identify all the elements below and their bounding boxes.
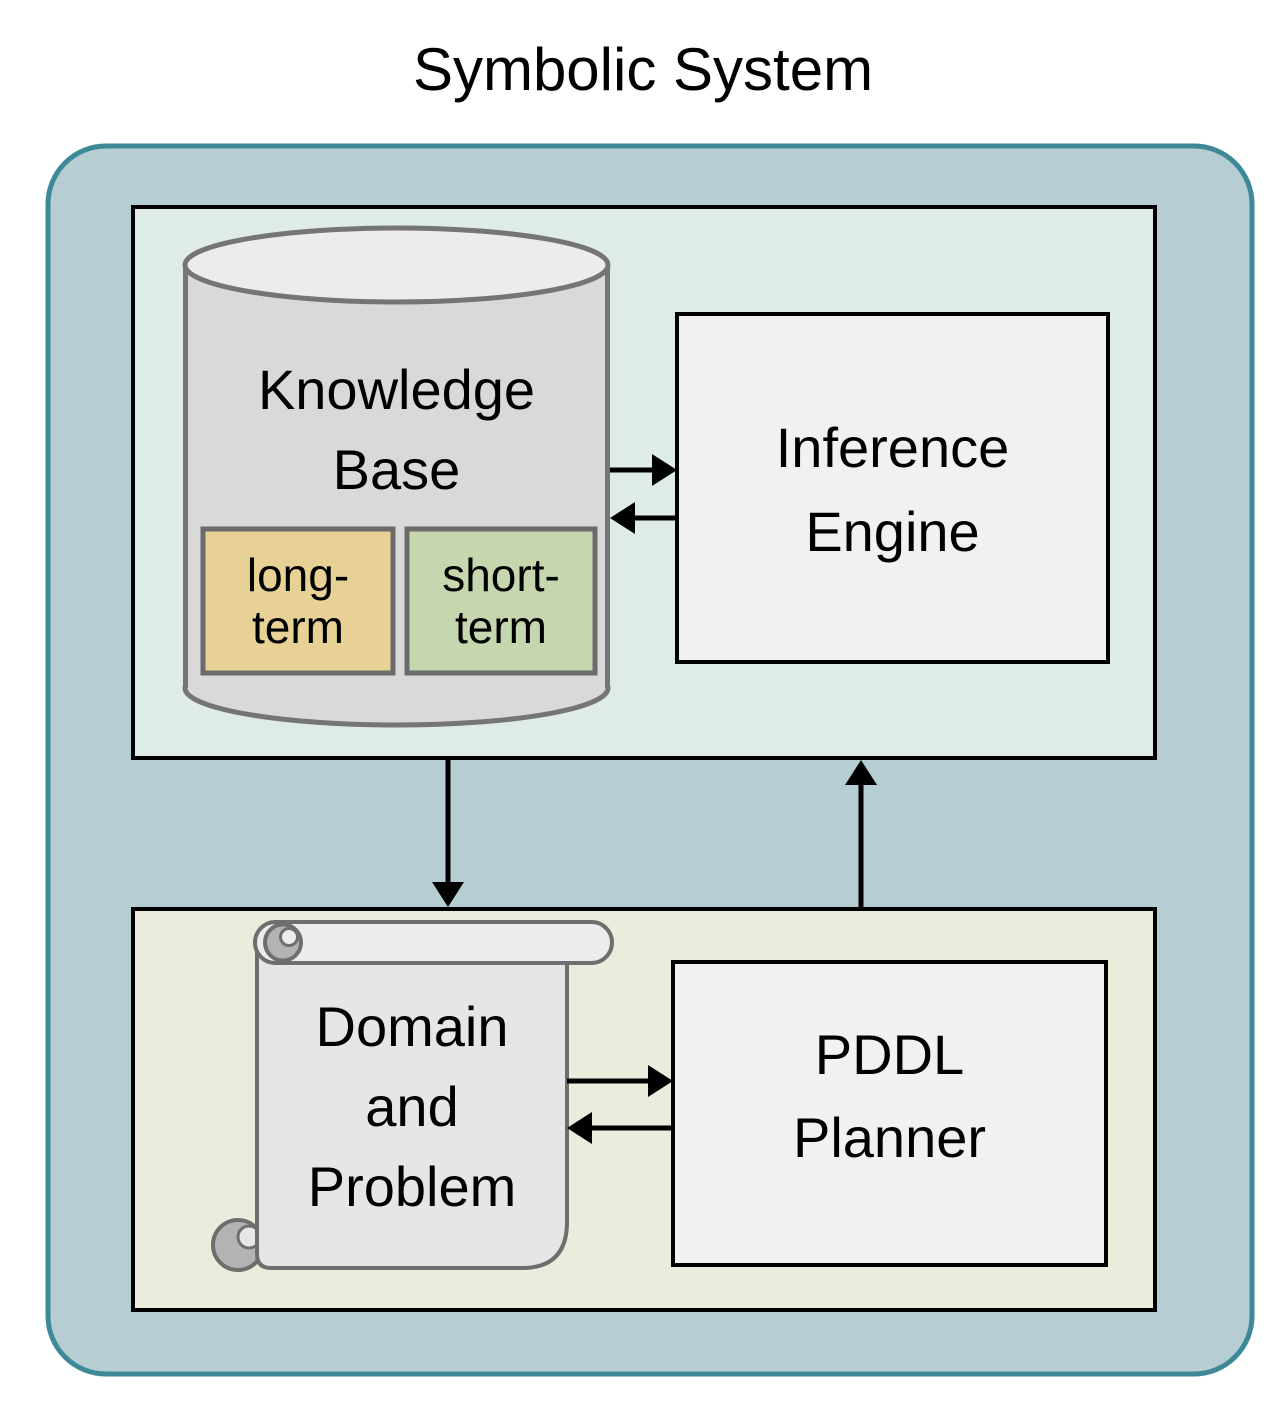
domain-problem-label-line1: Domain [315,995,509,1058]
inference-engine-box [675,312,1110,664]
inference-engine-label-line1: Inference [775,416,1010,479]
pddl-planner-label: PDDL Planner [673,1013,1106,1179]
inference-engine-label: Inference Engine [677,406,1108,574]
short-term-label-line2: term [455,601,547,653]
pddl-planner-box [671,960,1108,1267]
arrow-bottom-to-top [845,760,877,907]
long-term-label: long- term [203,549,393,653]
domain-problem-label-line2: and [365,1075,459,1138]
arrow-pddl-to-dp [567,1112,673,1144]
arrow-dp-to-pddl-head [648,1065,673,1097]
long-term-label-line2: term [252,601,344,653]
arrow-top-to-bottom [432,760,464,907]
diagram-title: Symbolic System [412,36,874,103]
cylinder-top [182,225,611,305]
pddl-planner-label-line1: PDDL [814,1023,965,1086]
scroll-top-curl-notch [279,927,299,947]
arrow-bottom-to-top-head [845,760,877,785]
short-term-box [404,526,598,676]
pddl-planner-label-line2: Planner [792,1106,987,1169]
arrow-ie-to-kb [610,502,677,534]
domain-problem-scroll [211,920,614,1272]
scroll-body [255,943,569,1270]
knowledge-base-label-line1: Knowledge [257,358,536,421]
inference-engine-label-line2: Engine [805,500,980,563]
arrow-kb-to-ie [610,454,677,486]
arrow-top-to-bottom-head [432,882,464,907]
long-term-box [200,526,396,676]
arrow-kb-to-ie-head [652,454,677,486]
domain-problem-label-line3: Problem [307,1155,517,1218]
arrow-pddl-to-dp-head [567,1112,592,1144]
scroll-top-roll [253,920,614,965]
short-term-label-line1: short- [442,549,560,601]
short-term-label: short- term [407,549,595,653]
arrow-ie-to-kb-head [610,502,635,534]
arrow-dp-to-pddl [567,1065,673,1097]
domain-problem-label: Domain and Problem [257,987,567,1227]
knowledge-base-label: Knowledge Base [183,350,610,510]
knowledge-base-label-line2: Base [332,438,461,501]
long-term-label-line1: long- [246,549,350,601]
